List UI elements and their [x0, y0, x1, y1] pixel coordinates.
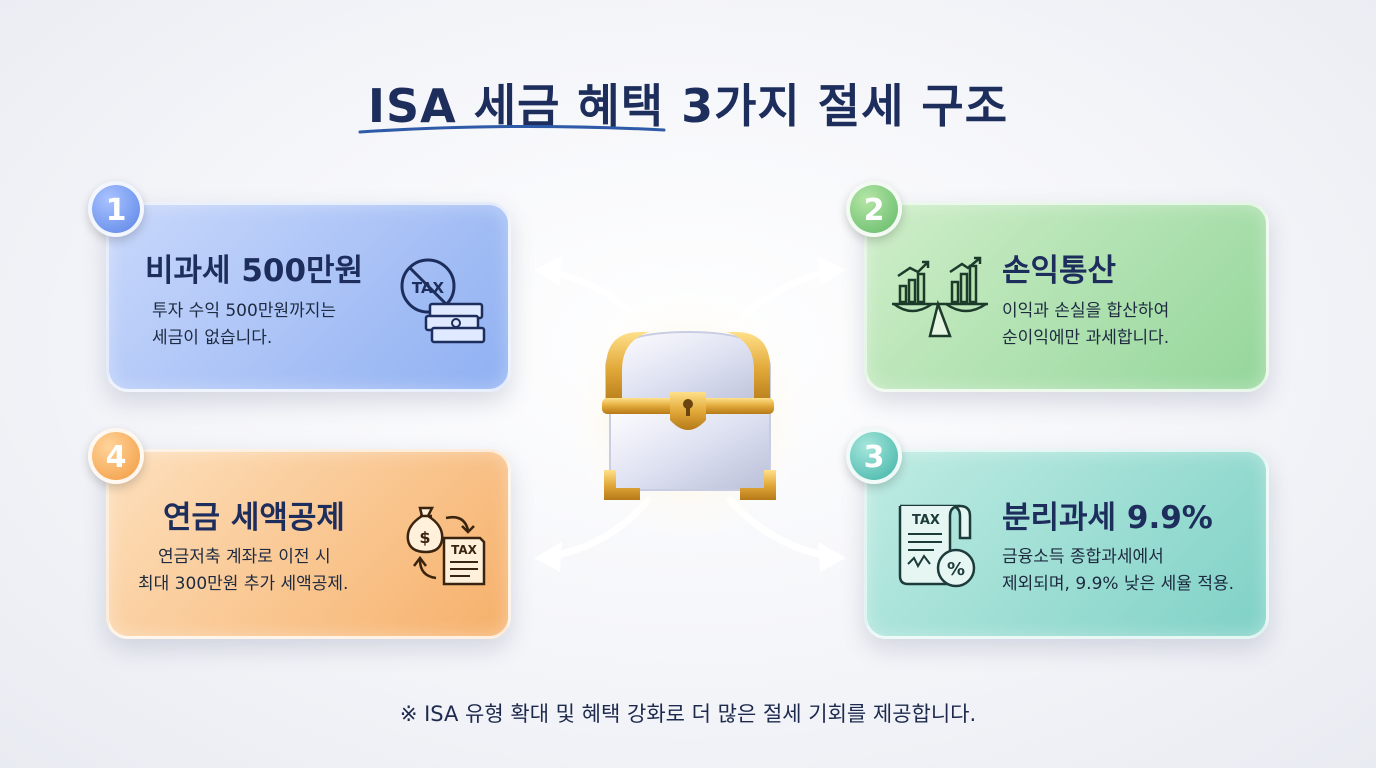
card-1-desc-line2: 세금이 없습니다. — [152, 328, 273, 348]
tax-document-percent-icon: TAX % — [898, 504, 976, 588]
tax-doc-label: TAX — [912, 513, 940, 528]
arrowhead-2 — [818, 256, 846, 286]
card-4-number-badge: 4 — [88, 428, 144, 484]
arrowhead-4 — [534, 542, 562, 572]
footer-note: ※ ISA 유형 확대 및 혜택 강화로 더 많은 절세 기회를 제공합니다. — [399, 702, 977, 726]
card-tax-free — [106, 202, 511, 392]
card-2-desc-line2: 순이익에만 과세합니다. — [1002, 328, 1170, 348]
no-tax-money-icon: TAX — [400, 258, 486, 344]
card-3-title: 분리과세 9.9% — [1002, 500, 1213, 536]
card-3-desc-line2: 제외되며, 9.9% 낮은 세율 적용. — [1002, 574, 1235, 594]
dollar-symbol: $ — [419, 528, 430, 547]
card-2-number-badge: 2 — [846, 181, 902, 237]
card-2-desc-line1: 이익과 손실을 합산하여 — [1002, 301, 1170, 321]
svg-text:%: % — [947, 559, 965, 580]
page-title: ISA 세금 혜택 3가지 절세 구조 — [367, 79, 1009, 133]
balance-scale-chart-icon — [892, 256, 988, 338]
card-1-desc-line1: 투자 수익 500만원까지는 — [152, 301, 337, 321]
arrowhead-1 — [534, 256, 562, 286]
treasure-chest-icon — [602, 330, 776, 500]
card-profit-loss-offset — [864, 202, 1269, 392]
card-3-number-badge: 3 — [846, 428, 902, 484]
card-3-desc-line1: 금융소득 종합과세에서 — [1002, 547, 1164, 567]
card-2-title: 손익통산 — [1002, 253, 1117, 289]
card-4-desc-line2: 최대 300만원 추가 세액공제. — [138, 574, 349, 594]
arrowhead-3 — [818, 542, 846, 572]
card-4-desc-line1: 연금저축 계좌로 이전 시 — [158, 547, 331, 567]
card-4-title: 연금 세액공제 — [163, 500, 345, 536]
card-1-number-badge: 1 — [88, 181, 144, 237]
money-bag-tax-transfer-icon: $ TAX — [406, 506, 486, 586]
tax-form-label: TAX — [451, 543, 478, 557]
card-1-title: 비과세 500만원 — [145, 253, 364, 289]
